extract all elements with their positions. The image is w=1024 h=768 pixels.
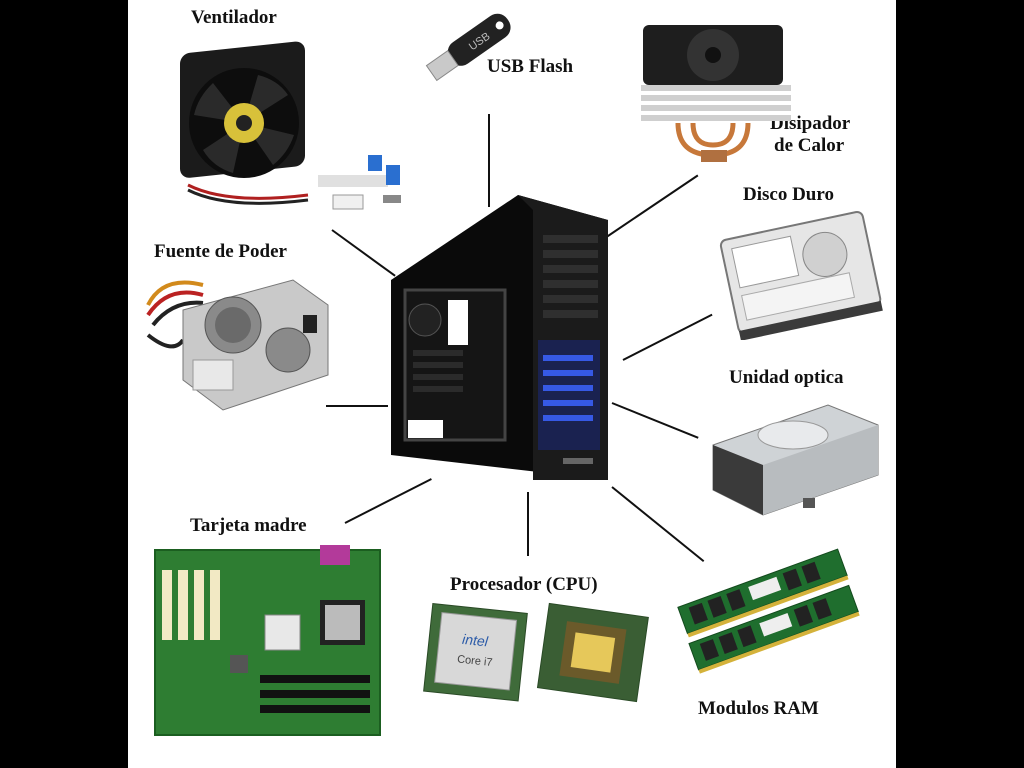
label-optica: Unidad optica (729, 367, 844, 388)
usb-flash-icon: USB (425, 13, 511, 82)
fan-icon (180, 41, 401, 210)
label-usb: USB Flash (487, 56, 574, 77)
label-tarjeta: Tarjeta madre (190, 515, 307, 536)
connector-fuente (326, 405, 388, 407)
tower-case-icon (391, 195, 608, 480)
diagram-panel: Ventilador USB Flash Disipador de Calor … (128, 0, 896, 768)
motherboard-icon (154, 545, 381, 736)
label-ventilador: Ventilador (191, 7, 277, 28)
hard-drive-icon (719, 210, 883, 340)
svg-text:intel: intel (461, 631, 489, 650)
svg-text:Core i7: Core i7 (457, 653, 494, 669)
label-fuente: Fuente de Poder (154, 241, 287, 262)
connector-disco (622, 313, 713, 361)
connector-optica (611, 402, 699, 439)
ram-icon (677, 548, 860, 674)
power-supply-icon (146, 279, 329, 411)
label-disipador-2: de Calor (774, 135, 845, 156)
heatsink-icon (641, 25, 791, 162)
cpu-icon: intel Core i7 (423, 602, 649, 703)
label-disco: Disco Duro (743, 184, 834, 205)
label-procesador: Procesador (CPU) (450, 574, 598, 595)
optical-drive-icon (712, 404, 879, 516)
connector-procesador (527, 492, 529, 556)
label-ram: Modulos RAM (698, 698, 819, 719)
